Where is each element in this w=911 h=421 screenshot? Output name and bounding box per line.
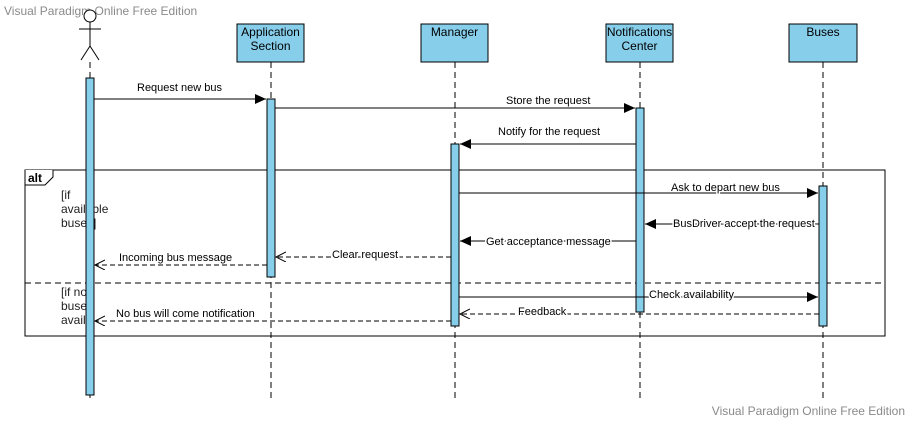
msg-check-availability-label: Check availability xyxy=(649,289,734,301)
fragment-label-tab xyxy=(24,170,54,186)
actor-head xyxy=(83,9,97,23)
watermark-bottom: Visual Paradigm Online Free Edition xyxy=(711,404,905,418)
msg-clear-request-label: Clear request xyxy=(332,249,398,261)
actor-leg-left xyxy=(80,45,91,61)
msg-driver-accept-label: BusDriver accept the request xyxy=(673,218,815,230)
msg-store-request-label: Store the request xyxy=(506,95,590,107)
activation-notif xyxy=(635,107,645,313)
activation-manager xyxy=(450,143,460,327)
msg-notify-request-label: Notify for the request xyxy=(498,126,600,138)
header-buses xyxy=(788,23,858,63)
actor-leg-right xyxy=(89,45,100,61)
activation-actor xyxy=(85,77,95,396)
msg-request-new-bus-label: Request new bus xyxy=(137,82,222,94)
activation-buses xyxy=(818,185,828,327)
fragment-operator: alt xyxy=(28,171,42,185)
activations xyxy=(85,77,828,396)
header-manager-label: Manager xyxy=(431,25,478,39)
header-manager xyxy=(420,23,489,63)
header-app xyxy=(236,23,305,63)
msg-get-acceptance-label: Get acceptance message xyxy=(486,236,611,248)
header-notif xyxy=(605,23,674,63)
msg-incoming-bus-label: Incoming bus message xyxy=(119,252,232,264)
header-buses-label: Buses xyxy=(806,25,839,39)
actor-figure xyxy=(79,9,101,61)
messages: Request new bus Store the request Notify… xyxy=(94,82,819,321)
msg-no-bus-label: No bus will come notification xyxy=(116,308,255,320)
watermark-top: Visual Paradigm Online Free Edition xyxy=(4,4,198,18)
msg-feedback-label: Feedback xyxy=(518,306,567,318)
msg-ask-depart-label: Ask to depart new bus xyxy=(671,182,780,194)
activation-app xyxy=(266,98,276,278)
